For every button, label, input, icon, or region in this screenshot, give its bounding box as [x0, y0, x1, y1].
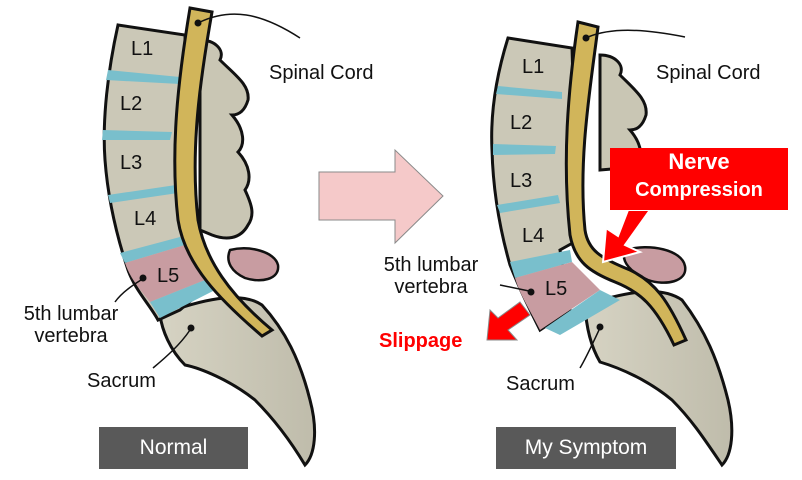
normal-caption-badge: Normal — [99, 427, 248, 469]
normal-disc-l2-l3 — [102, 130, 172, 140]
normal-vertebra-l2: L2 — [120, 93, 143, 115]
symptom-l5-pointer-dot — [527, 288, 535, 296]
normal-vertebra-l5: L5 — [157, 265, 180, 287]
normal-sacrum-leader-line — [152, 329, 191, 369]
normal-vertebra-l1: L1 — [131, 38, 154, 60]
normal-disc-l1-l2 — [106, 70, 180, 84]
nerve-compression-callout: Nerve Compression — [610, 148, 788, 210]
symptom-vertebra-l1: L1 — [522, 56, 545, 78]
normal-l5-process — [227, 247, 280, 282]
normal-spinal-cord — [173, 6, 275, 338]
callout-line1: Nerve — [668, 149, 730, 174]
symptom-l5-leader-line — [499, 284, 530, 292]
symptom-caption-badge: My Symptom — [496, 427, 676, 469]
normal-l5-pointer-dot — [139, 274, 147, 282]
symptom-disc-l3-l4 — [497, 195, 560, 213]
symptom-cord-pointer-dot — [582, 34, 590, 42]
symptom-vertebra-l2: L2 — [510, 112, 533, 134]
normal-l5-body — [125, 245, 205, 302]
symptom-disc-l2-l3 — [493, 144, 556, 155]
symptom-vertebra-l4: L4 — [522, 225, 545, 247]
symptom-disc-l4-l5 — [510, 250, 572, 278]
symptom-l5-label: 5th lumbar vertebra — [372, 254, 490, 298]
slippage-label: Slippage — [379, 330, 463, 352]
normal-spinal-cord-label: Spinal Cord — [269, 62, 374, 84]
symptom-cord-leader-line — [587, 29, 686, 38]
normal-vertebra-l3: L3 — [120, 152, 143, 174]
symptom-l5-label-line1: 5th lumbar — [383, 254, 479, 276]
normal-l5-leader-line — [114, 279, 142, 303]
symptom-sacrum-pointer-dot — [596, 323, 604, 331]
symptom-spinal-cord-label: Spinal Cord — [656, 62, 761, 84]
symptom-l5-body — [515, 262, 600, 330]
normal-l5-label-line1: 5th lumbar — [23, 303, 119, 325]
normal-spine — [102, 6, 316, 468]
normal-disc-l5-s1 — [150, 280, 215, 318]
slippage-arrow-icon — [486, 301, 531, 341]
normal-sacrum-pointer-dot — [187, 324, 195, 332]
symptom-l5-label-line2: vertebra — [394, 276, 468, 298]
symptom-sacrum-label: Sacrum — [506, 373, 575, 395]
normal-vertebra-l4: L4 — [134, 208, 157, 230]
right-arrow-icon — [318, 148, 444, 245]
normal-sacrum-label: Sacrum — [87, 370, 156, 392]
symptom-sacrum-leader-line — [579, 329, 600, 369]
nerve-compression-arrow-icon — [601, 209, 652, 264]
callout-line2: Compression — [635, 179, 763, 201]
symptom-disc-l1-l2 — [496, 86, 562, 99]
symptom-vertebra-l3: L3 — [510, 170, 533, 192]
symptom-spine — [486, 20, 734, 468]
symptom-disc-l5-s1 — [545, 290, 620, 335]
normal-l5-label: 5th lumbar vertebra — [12, 303, 130, 347]
normal-disc-l4-l5 — [120, 237, 185, 263]
normal-cord-leader-line — [199, 13, 301, 39]
normal-sacrum — [158, 296, 316, 468]
normal-cord-pointer-dot — [194, 19, 202, 27]
normal-disc-l3-l4 — [108, 185, 178, 203]
symptom-spinal-cord — [564, 20, 689, 347]
normal-spinous-processes — [198, 38, 254, 240]
normal-l5-label-line2: vertebra — [34, 325, 108, 347]
symptom-sacrum — [583, 290, 734, 468]
symptom-vertebra-l5: L5 — [545, 278, 568, 300]
